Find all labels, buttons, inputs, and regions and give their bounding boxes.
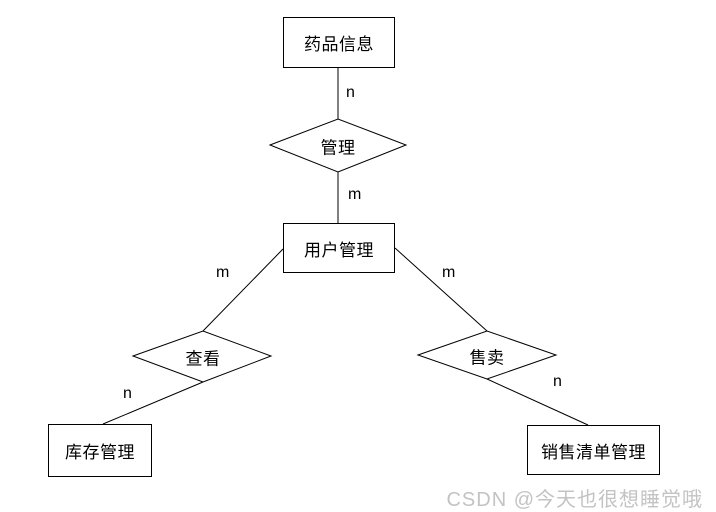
relationship-label-manage: 管理 <box>320 138 356 158</box>
edge-sell-to-saleslist <box>486 378 589 426</box>
entity-user-management: 用户管理 <box>283 223 395 273</box>
cardinality-view-n: n <box>123 385 132 402</box>
edge-usermgmt-to-sell <box>394 247 488 332</box>
relationship-diamond-sell <box>416 330 558 380</box>
entity-user-management-label: 用户管理 <box>304 240 374 260</box>
edge-view-to-inventory <box>102 381 204 425</box>
relationship-diamond-manage <box>268 118 408 173</box>
cardinality-sell-n: n <box>553 373 562 390</box>
cardinality-view-m: m <box>216 264 230 281</box>
entity-sales-list-management-label: 销售清单管理 <box>541 442 646 462</box>
cardinality-manage-n: n <box>346 84 355 101</box>
csdn-watermark: CSDN @今天也很想睡觉哦 <box>446 489 703 511</box>
relationship-label-view: 查看 <box>185 349 221 369</box>
entity-sales-list-management: 销售清单管理 <box>527 425 660 475</box>
relationship-label-sell: 售卖 <box>469 348 505 368</box>
entity-inventory-management: 库存管理 <box>48 424 152 477</box>
cardinality-sell-m: m <box>442 264 456 281</box>
entity-inventory-management-label: 库存管理 <box>65 443 135 462</box>
edge-usermgmt-to-view <box>202 248 284 332</box>
entity-drug-info-label: 药品信息 <box>304 35 374 54</box>
cardinality-manage-m: m <box>348 186 362 203</box>
entity-drug-info: 药品信息 <box>283 17 395 68</box>
relationship-diamond-view <box>131 330 273 383</box>
